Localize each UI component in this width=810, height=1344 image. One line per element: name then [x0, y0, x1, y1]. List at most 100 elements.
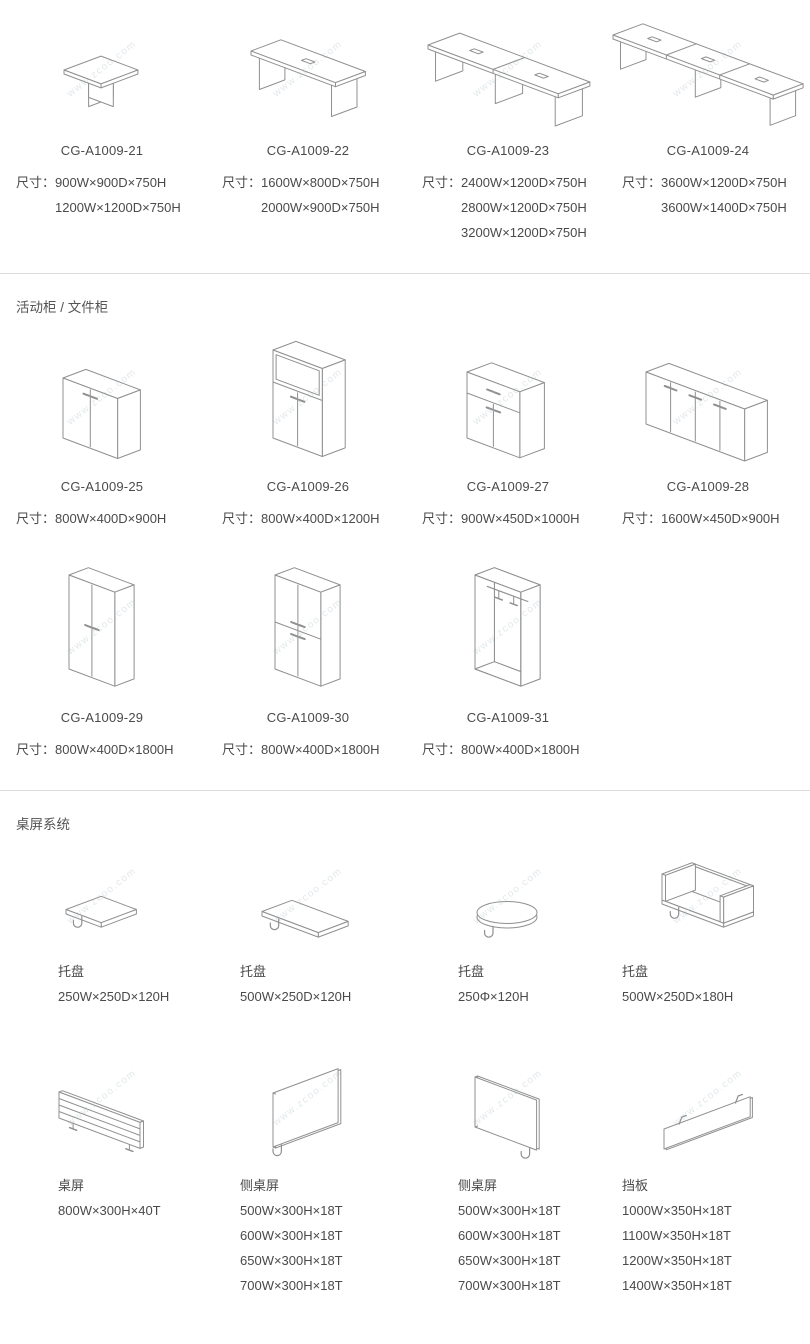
product-card: www.zcoo.com CG-A1009-24 尺寸： 3600W×1200D…: [612, 10, 810, 220]
dimension-line: 3600W×1200D×750H: [661, 175, 787, 190]
size-prefix: 尺寸：: [16, 511, 56, 526]
dimension-line: 600W×300H×18T: [240, 1228, 343, 1243]
screen-row: www.zcoo.com 桌屏 800W×300H×40T www.zcoo.c…: [16, 1037, 810, 1298]
dimension-line: 1100W×350H×18T: [622, 1228, 731, 1243]
product-dimensions: 尺寸： 800W×400D×1800H: [16, 737, 222, 762]
size-prefix: 尺寸：: [622, 175, 662, 190]
dimension-line: 900W×450D×1000H: [461, 511, 580, 526]
open-wardrobe-illustration: www.zcoo.com: [422, 559, 594, 695]
product-name: 侧桌屏: [240, 1178, 280, 1193]
product-code: CG-A1009-30: [266, 710, 350, 725]
product-dimensions: 500W×300H×18T 600W×300H×18T 650W×300H×18…: [458, 1198, 622, 1298]
round-tray-illustration: www.zcoo.com: [422, 847, 594, 945]
dimension-line: 1600W×800D×750H: [261, 175, 380, 190]
dimension-line: 600W×300H×18T: [458, 1228, 561, 1243]
side-screen-illustration: www.zcoo.com: [222, 1037, 394, 1159]
size-prefix: 尺寸：: [622, 511, 662, 526]
product-dimensions: 1000W×350H×18T 1100W×350H×18T 1200W×350H…: [622, 1198, 810, 1298]
dimension-line: 250Φ×120H: [458, 989, 529, 1004]
size-prefix: 尺寸：: [422, 742, 462, 757]
dimension-line: 1400W×350H×18T: [622, 1278, 732, 1293]
product-dimensions: 尺寸： 1600W×800D×750H 2000W×900D×750H: [222, 170, 422, 220]
double-bench-desk-illustration: www.zcoo.com: [422, 10, 594, 128]
slatted-desk-screen-illustration: www.zcoo.com: [16, 1037, 188, 1159]
dimension-line: 700W×300H×18T: [240, 1278, 343, 1293]
product-dimensions: 尺寸： 2400W×1200D×750H 2800W×1200D×750H 32…: [422, 170, 622, 245]
product-card: www.zcoo.com CG-A1009-26 尺寸： 800W×400D×1…: [222, 330, 422, 531]
section-title: 活动柜 / 文件柜: [16, 300, 109, 315]
rect-tray-illustration: www.zcoo.com: [222, 847, 394, 945]
dimension-line: 800W×400D×1800H: [261, 742, 380, 757]
product-code: CG-A1009-27: [466, 479, 550, 494]
product-card: www.zcoo.com 托盘 500W×250D×180H: [622, 847, 810, 1009]
section-divider: [0, 273, 810, 274]
dimension-line: 2800W×1200D×750H: [461, 200, 587, 215]
dimension-line: 3600W×1400D×750H: [661, 200, 787, 215]
product-card: www.zcoo.com CG-A1009-31 尺寸： 800W×400D×1…: [422, 559, 622, 762]
product-dimensions: 500W×250D×180H: [622, 984, 810, 1009]
dimension-line: 650W×300H×18T: [458, 1253, 561, 1268]
product-code: CG-A1009-22: [266, 143, 350, 158]
product-name: 桌屏: [58, 1178, 85, 1193]
product-code: CG-A1009-21: [60, 143, 144, 158]
dimension-line: 800W×300H×40T: [58, 1203, 161, 1218]
dimension-line: 250W×250D×120H: [58, 989, 170, 1004]
dimension-line: 500W×300H×18T: [240, 1203, 343, 1218]
product-dimensions: 尺寸： 800W×400D×1800H: [222, 737, 422, 762]
product-card: www.zcoo.com 挡板 1000W×350H×18T 1100W×350…: [622, 1037, 810, 1298]
dimension-line: 800W×400D×1800H: [55, 742, 174, 757]
size-prefix: 尺寸：: [16, 175, 56, 190]
cabinet-row-2: www.zcoo.com CG-A1009-29 尺寸： 800W×400D×1…: [16, 559, 810, 762]
mid-cabinet-open-top-illustration: www.zcoo.com: [222, 330, 394, 464]
product-card: www.zcoo.com CG-A1009-29 尺寸： 800W×400D×1…: [16, 559, 222, 762]
square-tray-illustration: www.zcoo.com: [16, 847, 188, 945]
dimension-line: 2400W×1200D×750H: [461, 175, 587, 190]
product-code: CG-A1009-26: [266, 479, 350, 494]
size-prefix: 尺寸：: [422, 175, 462, 190]
product-dimensions: 尺寸： 1600W×450D×900H: [622, 506, 810, 531]
product-code: CG-A1009-25: [60, 479, 144, 494]
section-title: 桌屏系统: [16, 817, 70, 832]
product-card: www.zcoo.com CG-A1009-28 尺寸： 1600W×450D×…: [622, 330, 810, 531]
product-card: www.zcoo.com CG-A1009-25 尺寸： 800W×400D×9…: [16, 330, 222, 531]
single-desk-illustration: www.zcoo.com: [222, 10, 394, 128]
cabinet-row-1: www.zcoo.com CG-A1009-25 尺寸： 800W×400D×9…: [16, 330, 810, 531]
dimension-line: 1600W×450D×900H: [661, 511, 780, 526]
product-name: 挡板: [622, 1178, 649, 1193]
dimension-line: 800W×400D×1200H: [261, 511, 380, 526]
product-dimensions: 250W×250D×120H: [58, 984, 222, 1009]
dimension-line: 1200W×350H×18T: [622, 1253, 732, 1268]
size-prefix: 尺寸：: [222, 511, 262, 526]
desk-row: www.zcoo.com CG-A1009-21 尺寸： 900W×900D×7…: [16, 10, 810, 245]
small-square-table-illustration: www.zcoo.com: [16, 10, 188, 128]
product-dimensions: 500W×300H×18T 600W×300H×18T 650W×300H×18…: [240, 1198, 422, 1298]
product-name: 侧桌屏: [458, 1178, 498, 1193]
dimension-line: 700W×300H×18T: [458, 1278, 561, 1293]
tall-wardrobe-2door-illustration: www.zcoo.com: [16, 559, 188, 695]
product-code: CG-A1009-28: [666, 479, 750, 494]
product-dimensions: 尺寸： 900W×450D×1000H: [422, 506, 622, 531]
size-prefix: 尺寸：: [222, 742, 262, 757]
dimension-line: 3200W×1200D×750H: [461, 225, 587, 240]
product-card: www.zcoo.com CG-A1009-27 尺寸： 900W×450D×1…: [422, 330, 622, 531]
dimension-line: 2000W×900D×750H: [261, 200, 380, 215]
low-cabinet-illustration: www.zcoo.com: [16, 330, 188, 464]
product-card: www.zcoo.com CG-A1009-30 尺寸： 800W×400D×1…: [222, 559, 422, 762]
product-code: CG-A1009-23: [466, 143, 550, 158]
dimension-line: 900W×900D×750H: [55, 175, 167, 190]
dimension-line: 1000W×350H×18T: [622, 1203, 732, 1218]
product-name: 托盘: [458, 964, 485, 979]
product-code: CG-A1009-31: [466, 710, 550, 725]
size-prefix: 尺寸：: [422, 511, 462, 526]
product-dimensions: 尺寸： 800W×400D×1200H: [222, 506, 422, 531]
size-prefix: 尺寸：: [16, 742, 56, 757]
product-card: www.zcoo.com CG-A1009-22 尺寸： 1600W×800D×…: [222, 10, 422, 220]
dimension-line: 650W×300H×18T: [240, 1253, 343, 1268]
drawer-cabinet-illustration: www.zcoo.com: [422, 330, 594, 464]
tall-wardrobe-4door-illustration: www.zcoo.com: [222, 559, 394, 695]
section-cabinets: 活动柜 / 文件柜 www.zcoo.com CG-A1009-25 尺寸： 8…: [0, 296, 810, 762]
u-tray-illustration: www.zcoo.com: [622, 847, 794, 945]
dimension-line: 500W×300H×18T: [458, 1203, 561, 1218]
baffle-panel-illustration: www.zcoo.com: [622, 1037, 794, 1159]
